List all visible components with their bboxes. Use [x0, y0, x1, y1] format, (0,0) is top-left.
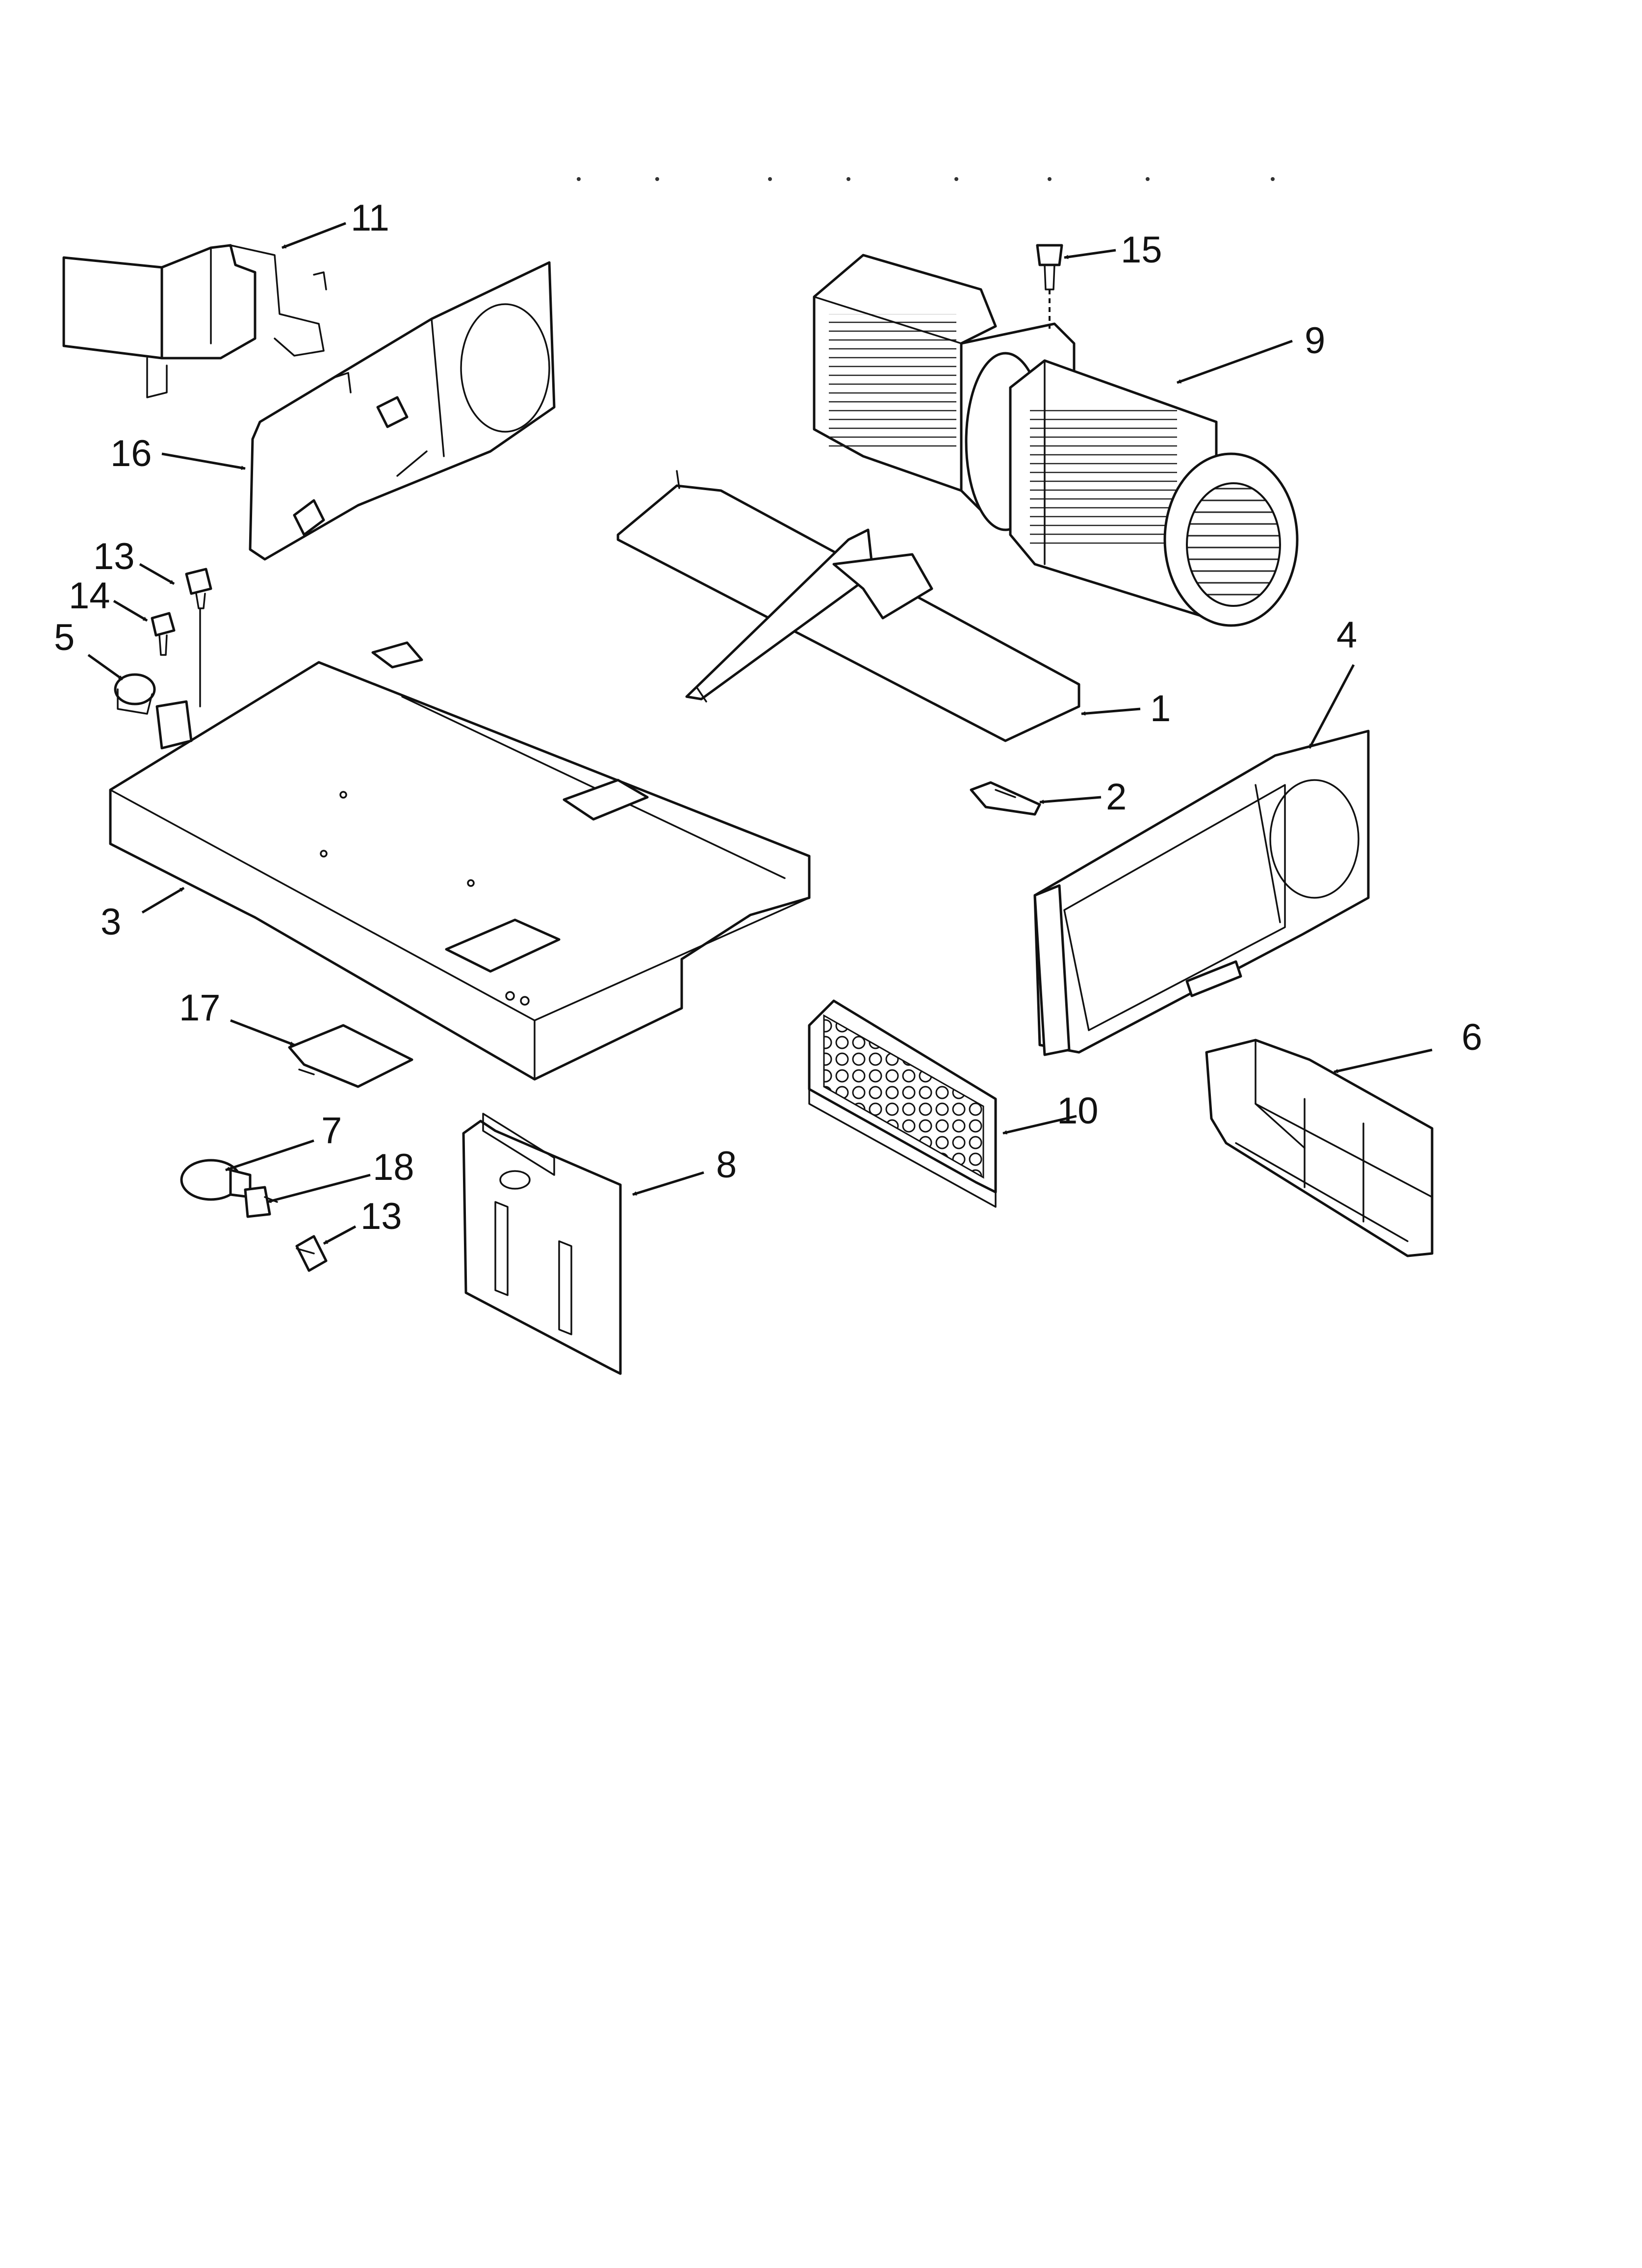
part-13-screw-bottom	[295, 1235, 328, 1272]
callout-9: 9	[1305, 320, 1325, 362]
part-9-blower-motor	[813, 254, 1299, 627]
callout-13-bottom: 13	[360, 1196, 402, 1237]
callout-6: 6	[1462, 1017, 1482, 1058]
callout-13-top: 13	[93, 536, 135, 577]
part-8-cover-panel	[462, 1113, 622, 1375]
part-17-insulation-plate	[288, 1024, 413, 1088]
callout-8: 8	[716, 1144, 737, 1186]
scan-marks	[577, 177, 1275, 181]
part-4-side-frame	[1033, 730, 1370, 1056]
callout-16: 16	[110, 433, 152, 474]
part-3-base-pan	[109, 641, 811, 1081]
callout-18: 18	[373, 1147, 414, 1188]
callout-11: 11	[351, 197, 389, 239]
callout-1: 1	[1150, 688, 1171, 730]
callout-labels: 11 15 9 16 13 14 5 4 1 2 3 17 6 10 7 18 …	[54, 197, 1482, 1237]
callout-3: 3	[101, 901, 121, 943]
part-16-divider-panel	[249, 261, 556, 561]
part-18-lamp-holder	[244, 1186, 278, 1218]
part-1-deflector-plate	[616, 470, 1080, 742]
callout-4: 4	[1336, 614, 1357, 656]
part-10-grease-filter	[808, 999, 997, 1208]
callout-10: 10	[1057, 1090, 1099, 1132]
part-14-screw	[151, 612, 176, 656]
callout-14: 14	[69, 575, 110, 617]
callout-15: 15	[1121, 229, 1162, 271]
callout-5: 5	[54, 617, 75, 658]
callout-7: 7	[321, 1110, 342, 1151]
leader-arrows	[87, 222, 1433, 1245]
part-6-filter-frame	[1205, 1039, 1434, 1257]
part-2-clip	[970, 781, 1041, 816]
part-15-screw	[1036, 244, 1063, 329]
callout-2: 2	[1106, 776, 1127, 818]
part-11-duct-bracket	[62, 244, 327, 398]
part-13-screw-top	[185, 568, 212, 707]
part-5-lamp-socket	[114, 673, 156, 715]
callout-17: 17	[179, 987, 221, 1029]
